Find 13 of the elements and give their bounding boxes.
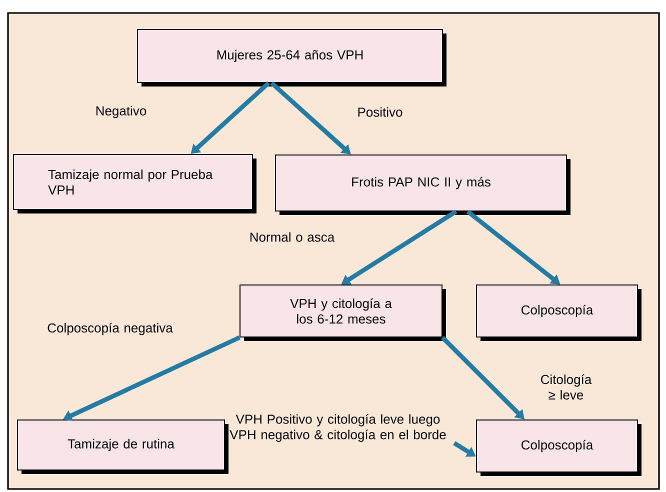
process-box: Frotis PAP NIC II y más bbox=[275, 154, 570, 215]
process-box: Colposcopía bbox=[476, 284, 642, 341]
process-box: Mujeres 25-64 años VPH bbox=[137, 29, 446, 86]
edge-label: Normal o asca bbox=[250, 232, 335, 242]
edge-label: Negativo bbox=[96, 106, 146, 118]
process-box: Tamizaje normal por Prueba VPH bbox=[13, 154, 256, 214]
process-box: Tamizaje de rutina bbox=[17, 420, 228, 474]
edge-label: Citología ≥ leve bbox=[541, 374, 592, 400]
process-box: Colposcopía bbox=[476, 420, 642, 476]
process-box: VPH y citología a los 6-12 meses bbox=[240, 284, 446, 341]
edge-label: Colposcopía negativa bbox=[48, 322, 173, 336]
edge-label: Positivo bbox=[358, 107, 402, 117]
note-text: VPH Positivo y citología leve luego VPH negativo & citología en el borde bbox=[230, 414, 446, 442]
